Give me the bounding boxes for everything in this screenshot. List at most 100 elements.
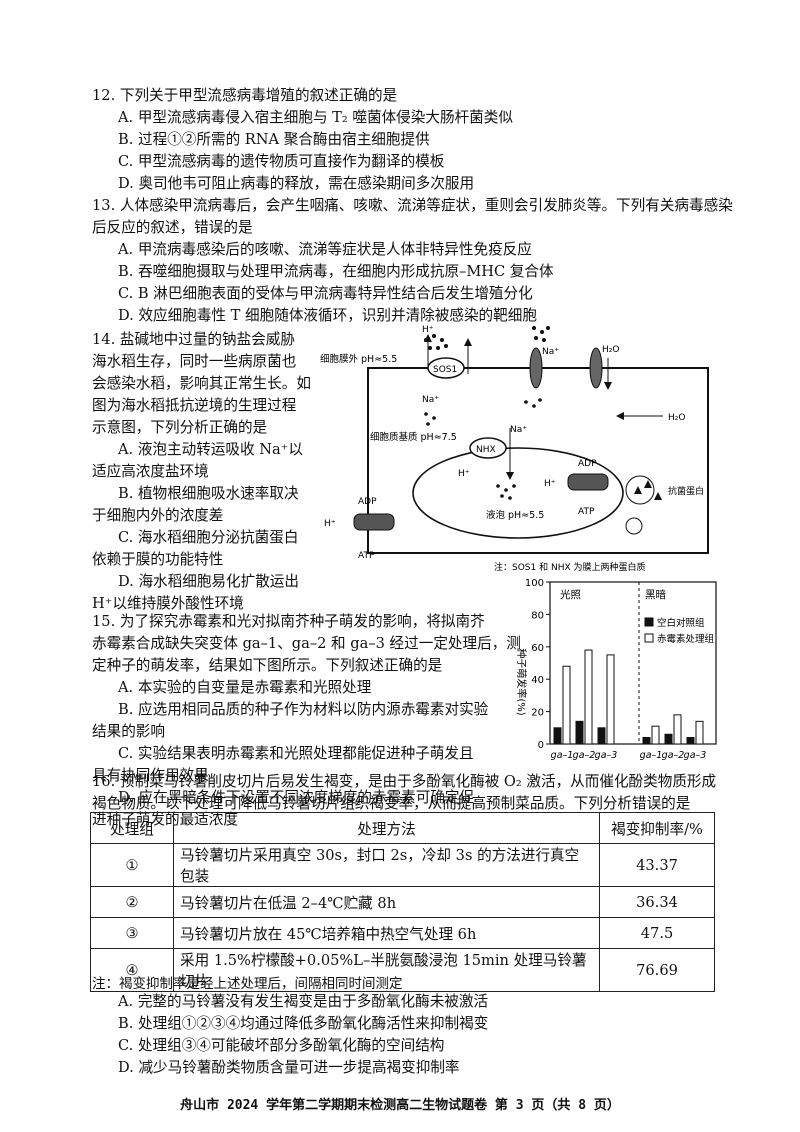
q15-stem-line1: 15. 为了探究赤霉素和光对拟南芥种子萌发的影响，将拟南芥 (92, 613, 485, 630)
sos1-label: SOS1 (433, 365, 457, 375)
legend-label: 赤霉素处理组 (657, 633, 715, 645)
q15-option-d: D. 应在黑暗条件下设置不同浓度梯度的赤霉素可确定促 (118, 789, 475, 806)
q14-stem-line1: 14. 盐碱地中过量的钠盐会威胁 (92, 331, 295, 348)
row-rate: 36.34 (599, 886, 715, 918)
q16-option-d: D. 减少马铃薯酚类物质含量可进一步提高褐变抑制率 (118, 1059, 460, 1076)
q14-option-b: B. 植物根细胞吸水速率取决 (118, 485, 299, 502)
q14-stem-line4: 图为海水稻抵抗逆境的生理过程 (92, 397, 297, 414)
q15-option-c: C. 实验结果表明赤霉素和光照处理都能促进种子萌发且 (118, 745, 474, 762)
bar (673, 714, 682, 745)
q15-option-b: B. 应选用相同品质的种子作为材料以防内源赤霉素对实验 (118, 701, 489, 718)
table-row: ③ 马铃薯切片放在 45℃培养箱中热空气处理 6h 47.5 (90, 917, 715, 949)
q16-option-b: B. 处理组①②③④均通过降低多酚氧化酶活性来抑制褐变 (118, 1015, 489, 1032)
q16-option-a: A. 完整的马铃薯没有发生褐变是由于多酚氧化酶未被激活 (118, 993, 489, 1010)
q12-option-c: C. 甲型流感病毒的遗传物质可直接作为翻译的模板 (118, 153, 445, 170)
na-channel-label: Na⁺ (542, 347, 559, 357)
bar (597, 727, 606, 745)
table-row: ② 马铃薯切片在低温 2–4℃贮藏 8h 36.34 (90, 886, 715, 918)
q13-option-a: A. 甲流病毒感染后的咳嗽、流涕等症状是人体非特异性免疫反应 (118, 241, 532, 258)
q14-option-c: C. 海水稻细胞分泌抗菌蛋白 (118, 529, 299, 546)
row-method: 马铃薯切片采用真空 30s，封口 2s，冷却 3s 的方法进行真空包装 (173, 843, 600, 887)
aquaporin (589, 347, 603, 389)
row-method: 采用 1.5%柠檬酸+0.05%L–半胱氨酸浸泡 15min 处理马铃薯切片 (173, 948, 600, 992)
q12-option-a: A. 甲型流感病毒侵入宿主细胞与 T₂ 噬菌体侵染大肠杆菌类似 (118, 109, 513, 126)
row-rate: 43.37 (599, 843, 715, 887)
nhx-label: NHX (476, 445, 496, 455)
q15-germination-chart: 种子萌发率(%) 020406080100光照黑暗空白对照组赤霉素处理组ga–1… (515, 578, 717, 761)
row-group: ① (90, 843, 174, 887)
chart-frame (549, 581, 717, 745)
bar (575, 720, 584, 745)
x-tick-label: ga–3 (595, 750, 618, 761)
outside-ph-label: 细胞膜外 pH≈5.5 (320, 353, 397, 365)
header-inhibition-rate: 褐变抑制率/% (599, 812, 715, 844)
na-channel (529, 347, 543, 389)
h-pump-vacuole-label: H⁺ (544, 479, 556, 489)
q13-option-d: D. 效应细胞毒性 T 细胞随体液循环，识别并清除被感染的靶细胞 (118, 307, 537, 324)
panel-label-light: 光照 (560, 588, 581, 601)
q13-stem-line2: 后反应的叙述，错误的是 (92, 219, 253, 236)
row-method: 马铃薯切片在低温 2–4℃贮藏 8h (173, 886, 600, 918)
legend-swatch (644, 617, 654, 627)
q14-option-a-cont: 适应高浓度盐环境 (92, 463, 209, 480)
cell-membrane (367, 367, 709, 554)
bar (642, 737, 651, 745)
q12-option-b: B. 过程①②所需的 RNA 聚合酶由宿主细胞提供 (118, 131, 430, 148)
q12-stem: 12. 下列关于甲型流感病毒增殖的叙述正确的是 (92, 87, 398, 104)
panel-label-dark: 黑暗 (645, 588, 666, 601)
na-dots-outside (424, 334, 448, 350)
row-group: ④ (90, 948, 174, 992)
adp-membrane-label: ADP (358, 497, 377, 507)
q14-cell-diagram: 细胞膜外 pH≈5.5 细胞质基质 pH≈7.5 液泡 pH≈5.5 SOS1 … (320, 325, 709, 573)
q14-stem-line5: 示意图，下列分析正确的是 (92, 419, 268, 436)
h-outside-label: H⁺ (422, 325, 434, 335)
row-group: ② (90, 886, 174, 918)
row-group: ③ (90, 917, 174, 949)
vacuole-membrane (412, 447, 624, 539)
atp-vacuole-label: ATP (578, 507, 595, 517)
na-cytosol-label2: Na⁺ (510, 425, 527, 435)
q14-option-d: D. 海水稻细胞易化扩散运出 (118, 573, 299, 590)
q16-option-c: C. 处理组③④可能破坏部分多酚氧化酶的空间结构 (118, 1037, 445, 1054)
q14-option-c-cont: 依赖于膜的功能特性 (92, 551, 224, 568)
vacuole-proton-pump (567, 473, 609, 491)
table-row: ④ 采用 1.5%柠檬酸+0.05%L–半胱氨酸浸泡 15min 处理马铃薯切片… (90, 948, 715, 992)
na-dots-vacuole (496, 484, 516, 500)
exocytosis-vesicle (625, 517, 643, 535)
membrane-proton-pump (353, 513, 395, 531)
h-membrane-label: H⁺ (324, 519, 336, 529)
q14-option-b-cont: 于细胞内外的浓度差 (92, 507, 224, 524)
x-tick-label: ga–1 (551, 750, 574, 761)
q15-option-a: A. 本实验的自变量是赤霉素和光照处理 (118, 679, 372, 696)
cytosol-ph-label: 细胞质基质 pH≈7.5 (370, 431, 457, 443)
header-method: 处理方法 (173, 812, 600, 844)
table-row: ① 马铃薯切片采用真空 30s，封口 2s，冷却 3s 的方法进行真空包装 43… (90, 843, 715, 887)
bar (651, 725, 660, 745)
bar (606, 654, 615, 745)
chart-y-axis-label: 种子萌发率(%) (515, 648, 528, 715)
row-rate: 76.69 (599, 948, 715, 992)
bar (562, 665, 571, 745)
diagram-note: 注：SOS1 和 NHX 为膜上两种蛋白质 (494, 561, 646, 573)
atp-membrane-label: ATP (358, 551, 375, 561)
legend-swatch (644, 633, 654, 643)
x-tick-label: ga–2 (662, 750, 685, 761)
bar (553, 727, 562, 745)
na-dots-top (524, 326, 550, 408)
vacuole-ph-label: 液泡 pH≈5.5 (486, 509, 544, 521)
row-method: 马铃薯切片放在 45℃培养箱中热空气处理 6h (173, 917, 600, 949)
bar (686, 737, 695, 745)
q12-option-d: D. 奥司他韦可阻止病毒的释放，需在感染期间多次服用 (118, 175, 475, 192)
q15-option-b-cont: 结果的影响 (92, 723, 165, 740)
x-tick-label: ga–2 (573, 750, 596, 761)
na-cytosol-label1: Na⁺ (422, 395, 439, 405)
q16-table-note: 注：褐变抑制率是经上述处理后，间隔相同时间测定 (92, 976, 403, 992)
y-tick-label: 40 (531, 675, 544, 686)
row-rate: 47.5 (599, 917, 715, 949)
h2o-label-top: H₂O (602, 345, 619, 355)
y-tick-label: 80 (531, 610, 544, 621)
bar (584, 649, 593, 745)
q16-stem-line1: 16. 预制菜马铃薯削皮切片后易发生褐变，是由于多酚氧化酶被 O₂ 激活，从而催… (92, 773, 717, 790)
header-group: 处理组 (90, 812, 174, 844)
table-header-row: 处理组 处理方法 褐变抑制率/% (90, 812, 715, 844)
